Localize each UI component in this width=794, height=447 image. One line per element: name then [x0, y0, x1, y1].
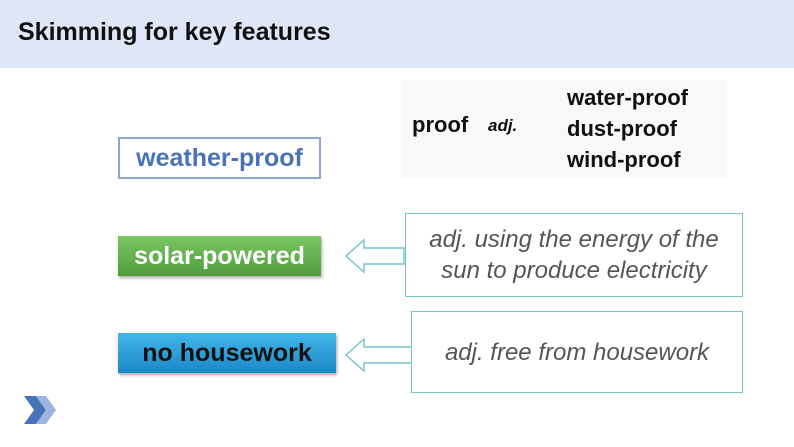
- proof-word: proof: [412, 112, 469, 137]
- term-weather-proof: weather-proof: [118, 137, 321, 179]
- chevron-logo-icon: [24, 396, 56, 424]
- term-no-housework: no housework: [118, 333, 336, 373]
- left-arrow-icon: [344, 337, 413, 373]
- left-arrow-icon: [344, 238, 405, 274]
- page-title: Skimming for key features: [18, 18, 331, 46]
- proof-part-of-speech: adj.: [488, 116, 518, 135]
- proof-example: wind-proof: [567, 147, 681, 172]
- header-bar: Skimming for key features: [0, 0, 794, 68]
- definition-no-housework: adj. free from housework: [411, 311, 743, 393]
- definition-line: adj. using the energy of the: [429, 226, 719, 253]
- proof-note-panel: proof adj. water-proof dust-proof wind-p…: [402, 80, 727, 178]
- definition-line: sun to produce electricity: [441, 257, 707, 284]
- proof-examples-list: water-proof dust-proof wind-proof: [567, 82, 688, 175]
- proof-example: water-proof: [567, 85, 688, 110]
- definition-solar-powered: adj. using the energy of the sun to prod…: [405, 213, 743, 297]
- proof-example: dust-proof: [567, 116, 677, 141]
- term-solar-powered: solar-powered: [118, 236, 321, 276]
